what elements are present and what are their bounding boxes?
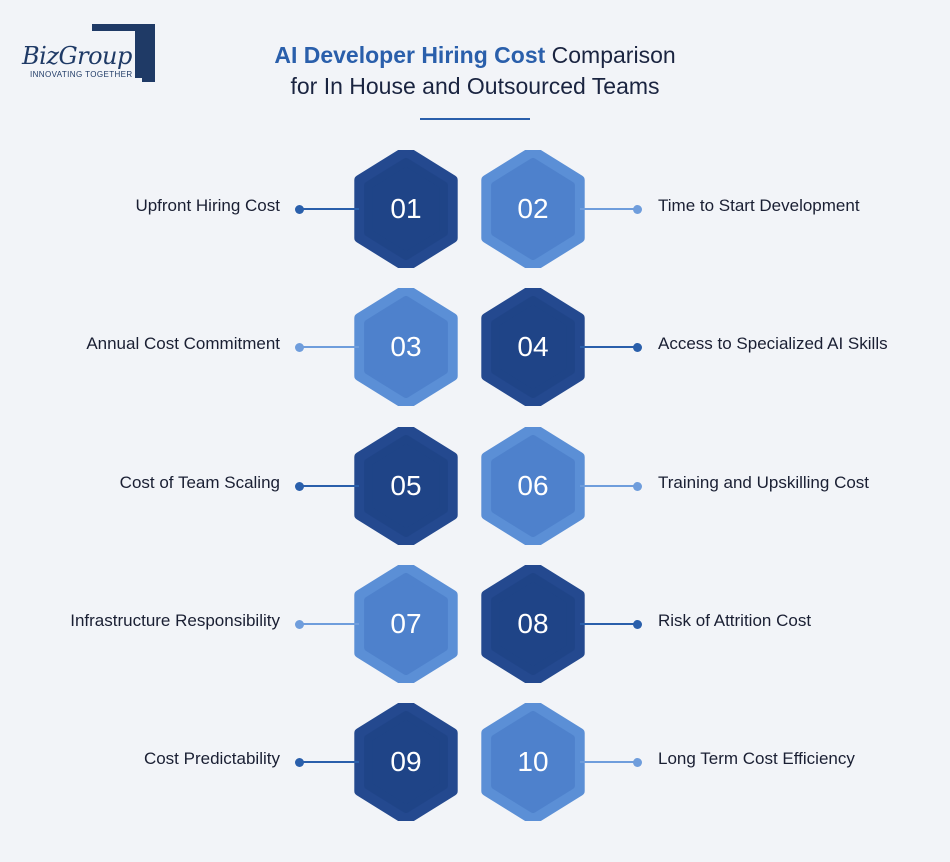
connector-dot [632, 342, 642, 352]
connector-dot [632, 481, 642, 491]
hexagon-number: 05 [390, 470, 422, 501]
hexagon-07: 07 [353, 565, 459, 683]
hexagon-06: 06 [480, 427, 586, 545]
connector-line [299, 208, 359, 210]
hexagon-08: 08 [480, 565, 586, 683]
hexagon-02: 02 [480, 150, 586, 268]
item-label-08: Risk of Attrition Cost [658, 611, 812, 630]
connector-line [580, 485, 637, 487]
connector-dot [632, 619, 642, 629]
hexagon-number: 02 [517, 193, 549, 224]
connector-line [299, 761, 359, 763]
item-label-09: Cost Predictability [143, 749, 280, 768]
item-label-10: Long Term Cost Efficiency [658, 749, 855, 768]
logo-tagline: INNOVATING TOGETHER [30, 70, 133, 79]
connector-line [580, 761, 637, 763]
hexagon-number: 06 [517, 470, 549, 501]
title-rest-line1: Comparison [545, 42, 676, 68]
page-title: AI Developer Hiring Cost Comparison for … [0, 40, 950, 102]
hexagon-number: 09 [390, 746, 422, 777]
connector-line [580, 346, 637, 348]
logo-frame [92, 24, 142, 78]
item-label-03: Annual Cost Commitment [86, 334, 280, 353]
item-label-02: Time to Start Development [658, 196, 860, 215]
connector-dot [294, 204, 304, 214]
item-label-05: Cost of Team Scaling [119, 473, 280, 492]
logo-frame-bar [142, 24, 155, 82]
connector-line [299, 485, 359, 487]
title-line2: for In House and Outsourced Teams [290, 73, 660, 99]
connector-dot [294, 619, 304, 629]
hexagon-number: 01 [390, 193, 422, 224]
title-divider [420, 118, 530, 120]
connector-dot [632, 757, 642, 767]
connector-dot [294, 757, 304, 767]
item-label-04: Access to Specialized AI Skills [658, 334, 888, 353]
company-logo: BizGroup INNOVATING TOGETHER [22, 24, 157, 84]
hexagon-04: 04 [480, 288, 586, 406]
item-label-06: Training and Upskilling Cost [658, 473, 870, 492]
hexagon-01: 01 [353, 150, 459, 268]
connector-line [299, 623, 359, 625]
title-highlight: AI Developer Hiring Cost [274, 42, 546, 68]
hexagon-number: 08 [517, 608, 549, 639]
connector-line [580, 623, 637, 625]
hexagon-number: 04 [517, 331, 549, 362]
item-label-01: Upfront Hiring Cost [135, 196, 280, 215]
item-label-07: Infrastructure Responsibility [70, 611, 280, 630]
hexagon-number: 03 [390, 331, 422, 362]
connector-dot [294, 342, 304, 352]
connector-dot [632, 204, 642, 214]
hexagon-05: 05 [353, 427, 459, 545]
hexagon-03: 03 [353, 288, 459, 406]
hexagon-09: 09 [353, 703, 459, 821]
connector-dot [294, 481, 304, 491]
hexagon-number: 07 [390, 608, 422, 639]
connector-line [580, 208, 637, 210]
logo-wordmark: BizGroup [22, 42, 134, 70]
hexagon-number: 10 [517, 746, 549, 777]
connector-line [299, 346, 359, 348]
hexagon-10: 10 [480, 703, 586, 821]
